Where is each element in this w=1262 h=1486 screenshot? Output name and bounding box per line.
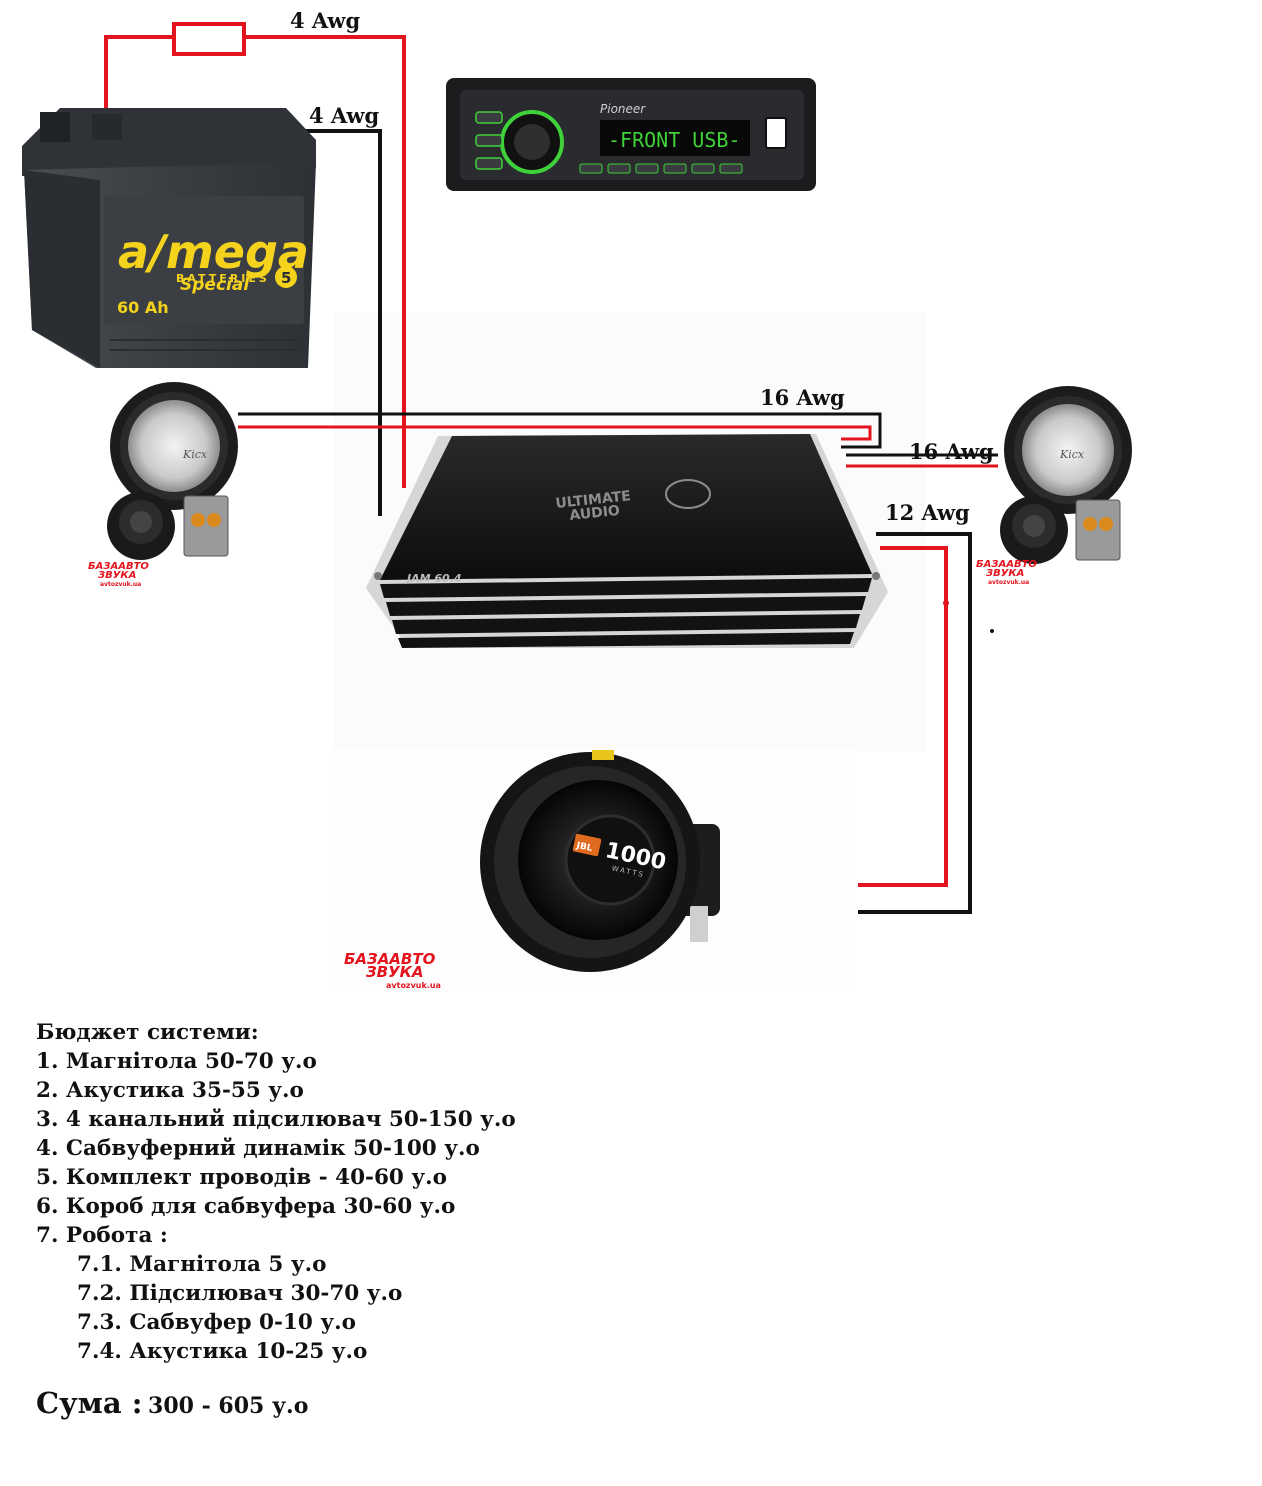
budget-work-item: 7.1. Магнітола 5 у.о (77, 1252, 327, 1277)
left-crossover-icon (183, 495, 229, 557)
budget-work-item: 7.3. Сабвуфер 0-10 у.о (77, 1310, 356, 1335)
battery-capacity: 60 Ah (117, 298, 169, 317)
subwoofer: JBL 1000 WATTS (480, 750, 720, 972)
budget-item: 6. Короб для сабвуфера 30-60 у.о (36, 1194, 456, 1219)
right-speaker-cone-icon (1022, 404, 1114, 496)
battery-brand: a/mega (118, 225, 309, 279)
stray-dot (990, 629, 994, 633)
label-subwoofer-awg: 12 Awg (885, 500, 970, 525)
head-unit-brand: Pioneer (600, 102, 646, 116)
svg-text:avtozvuk.ua: avtozvuk.ua (100, 581, 141, 588)
budget-section: Бюджет системи: 1. Магнітола 50-70 у.о 2… (36, 1018, 516, 1366)
svg-text:БАЗААВТО: БАЗААВТО (88, 561, 149, 572)
right-crossover-icon (1075, 499, 1121, 561)
right-speaker-brand: Kicx (1059, 448, 1085, 461)
label-battery-negative-awg: 4 Awg (309, 103, 380, 128)
watermark-right: БАЗААВТО ЗВУКА avtozvuk.ua (976, 559, 1037, 586)
left-speaker-wire-red (238, 425, 872, 441)
svg-text:БАЗААВТО: БАЗААВТО (344, 950, 436, 968)
subwoofer-brand: JBL (575, 841, 594, 854)
head-unit-display (600, 120, 750, 156)
wire-marker (943, 600, 949, 606)
battery-badge-icon (275, 266, 297, 288)
budget-item: 1. Магнітола 50-70 у.о (36, 1049, 317, 1074)
budget-item: 5. Комплект проводів - 40-60 у.о (36, 1165, 447, 1190)
budget-item: 7. Робота : (36, 1223, 168, 1248)
subwoofer-wire-black (858, 532, 972, 914)
battery-positive-wire-2 (244, 35, 406, 488)
watermark-bottom: БАЗААВТО ЗВУКА avtozvuk.ua (344, 950, 441, 990)
battery-subbrand: BATTERIES (176, 272, 270, 285)
label-left-speaker-awg: 16 Awg (760, 385, 845, 410)
wiring-diagram: a/mega BATTERIES Special 60 Ah 5 -FRONT … (22, 22, 1132, 992)
amplifier-brand-line1: ULTIMATE (555, 488, 632, 512)
left-speaker-wire-black (238, 412, 882, 449)
jbl-logo (572, 833, 602, 857)
battery-series: Special (180, 275, 250, 295)
left-speaker-set: Kicx (107, 382, 238, 560)
svg-text:avtozvuk.ua: avtozvuk.ua (386, 981, 441, 990)
svg-text:ЗВУКА: ЗВУКА (98, 570, 136, 581)
amplifier-logo-icon (665, 479, 711, 509)
budget-total-label: Сума : (36, 1386, 143, 1420)
budget-total-value: 300 - 605 у.о (148, 1393, 309, 1419)
label-battery-positive-awg: 4 Awg (290, 8, 361, 33)
amplifier: ULTIMATE AUDIO JAM 60.4 (366, 434, 888, 648)
amplifier-model: JAM 60.4 (405, 572, 462, 585)
left-speaker-cone-icon (128, 400, 220, 492)
budget-title: Бюджет системи: (36, 1020, 259, 1045)
budget-work-item: 7.4. Акустика 10-25 у.о (77, 1339, 368, 1364)
usb-port-icon (765, 117, 787, 149)
label-right-speaker-awg: 16 Awg (909, 439, 994, 464)
budget-work-item: 7.2. Підсилювач 30-70 у.о (77, 1281, 403, 1306)
battery-badge: 5 (281, 269, 291, 287)
svg-text:ЗВУКА: ЗВУКА (986, 568, 1024, 579)
svg-text:БАЗААВТО: БАЗААВТО (976, 559, 1037, 570)
watermark-left: БАЗААВТО ЗВУКА avtozvuk.ua (88, 561, 149, 588)
budget-item: 3. 4 канальний підсилювач 50-150 у.о (36, 1107, 516, 1132)
subwoofer-wire-red (858, 546, 948, 887)
head-unit-display-text: -FRONT USB- (608, 128, 740, 152)
right-speaker-set: Kicx (1000, 386, 1132, 564)
head-unit: -FRONT USB- Pioneer (446, 78, 816, 191)
budget-total: Сума : 300 - 605 у.о (36, 1386, 308, 1420)
budget-item: 4. Сабвуферний динамік 50-100 у.о (36, 1136, 480, 1161)
car-battery: a/mega BATTERIES Special 60 Ah 5 (22, 108, 316, 368)
svg-text:ЗВУКА: ЗВУКА (366, 963, 424, 981)
left-speaker-brand: Kicx (182, 448, 208, 461)
fuse-icon (172, 22, 246, 56)
amplifier-brand-line2: AUDIO (569, 503, 621, 524)
svg-text:avtozvuk.ua: avtozvuk.ua (988, 579, 1029, 586)
budget-item: 2. Акустика 35-55 у.о (36, 1078, 304, 1103)
